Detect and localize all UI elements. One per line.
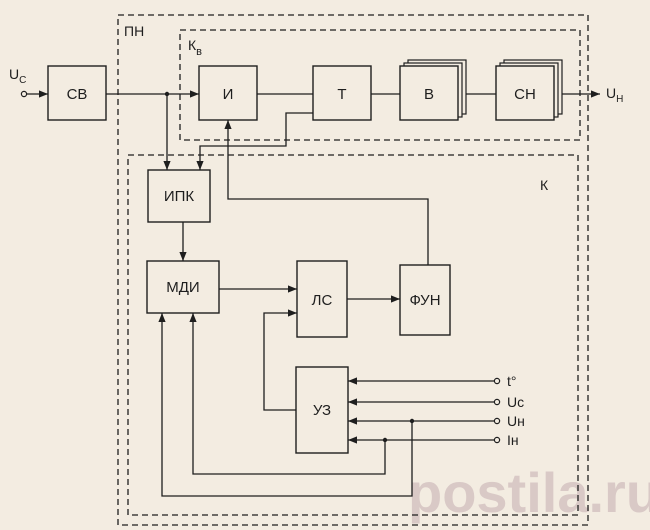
block-v-stacked: В xyxy=(399,59,467,121)
block-mdi: МДИ xyxy=(146,260,220,314)
region-kv-label: Кв xyxy=(188,37,202,58)
block-fun: ФУН xyxy=(399,264,451,336)
svg-text:МДИ: МДИ xyxy=(166,279,199,296)
svg-text:СН: СН xyxy=(514,86,536,103)
signal-uc-label: Uc xyxy=(507,394,524,410)
region-k-label: К xyxy=(540,177,549,193)
signal-t-label: t° xyxy=(507,373,517,389)
block-uz: УЗ xyxy=(295,366,349,454)
svg-text:И: И xyxy=(223,86,234,103)
region-k xyxy=(127,154,579,516)
signal-un-label: Uн xyxy=(507,413,525,429)
input-terminal xyxy=(20,90,28,98)
svg-text:Т: Т xyxy=(337,86,346,103)
terminal-t xyxy=(493,377,501,385)
block-ls: ЛС xyxy=(296,260,348,338)
region-kv xyxy=(179,29,581,141)
block-t: Т xyxy=(312,65,372,121)
svg-text:ФУН: ФУН xyxy=(409,292,440,309)
output-un-label: UН xyxy=(606,85,623,105)
block-i: И xyxy=(198,65,258,121)
terminal-in xyxy=(493,436,501,444)
svg-text:УЗ: УЗ xyxy=(313,402,331,419)
svg-text:В: В xyxy=(424,86,434,103)
signal-in-label: Iн xyxy=(507,432,519,448)
terminal-uc xyxy=(493,398,501,406)
region-pn xyxy=(117,14,589,526)
terminal-un xyxy=(493,417,501,425)
input-uc-label: UC xyxy=(9,66,26,86)
region-pn-label: ПН xyxy=(124,23,144,39)
block-sn-stacked: СН xyxy=(495,59,563,121)
svg-text:ЛС: ЛС xyxy=(312,292,333,309)
svg-text:ИПК: ИПК xyxy=(164,188,195,205)
watermark: postila.ru xyxy=(408,461,650,524)
svg-text:СВ: СВ xyxy=(67,86,88,103)
block-ipk: ИПК xyxy=(147,169,211,223)
block-sv: СВ xyxy=(47,65,107,121)
